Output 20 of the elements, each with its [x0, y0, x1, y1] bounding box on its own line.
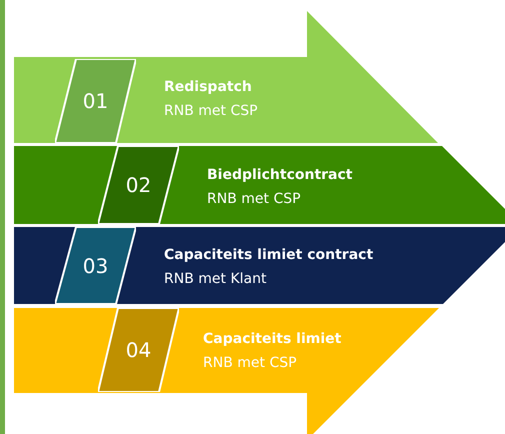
band-subtitle: RNB met CSP	[164, 102, 258, 120]
band-subtitle: RNB met CSP	[203, 354, 297, 372]
band-heading: Biedplichtcontract	[207, 166, 352, 184]
number-tile	[55, 59, 136, 143]
arrow-band	[14, 146, 505, 224]
band-heading: Redispatch	[164, 78, 252, 96]
step-number: 02	[124, 173, 152, 197]
step-number: 03	[82, 254, 110, 278]
band-subtitle: RNB met CSP	[207, 190, 301, 208]
step-number: 01	[82, 89, 110, 113]
band-heading: Capaciteits limiet	[203, 330, 342, 348]
number-tile	[98, 146, 179, 224]
number-tile	[55, 227, 136, 304]
arrow-band	[14, 227, 505, 304]
band-heading: Capaciteits limiet contract	[164, 246, 374, 264]
arrow-band	[14, 11, 439, 143]
arrow-band	[14, 308, 440, 434]
band-subtitle: RNB met Klant	[164, 270, 266, 288]
step-number: 04	[124, 338, 152, 362]
number-tile	[98, 308, 179, 392]
